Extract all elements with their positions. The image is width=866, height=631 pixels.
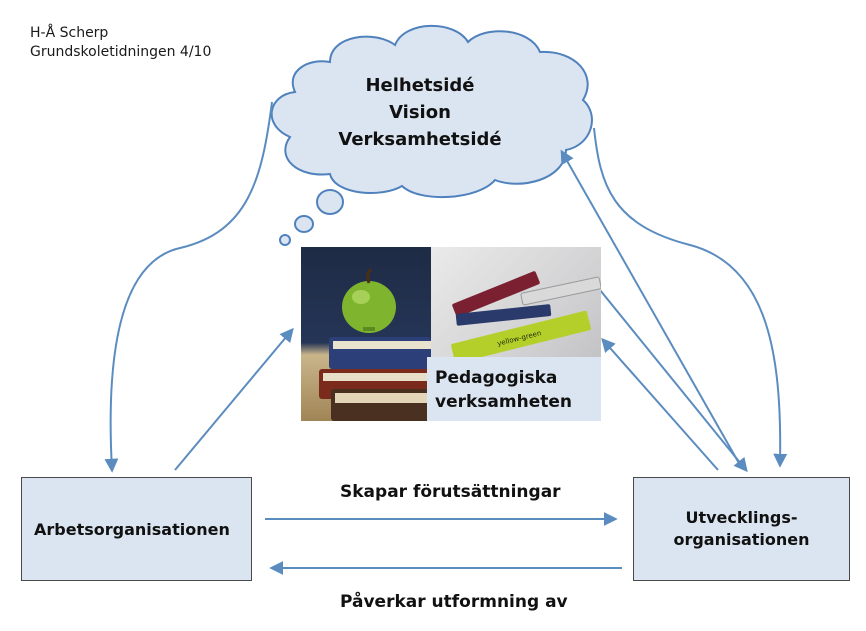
meta-credits: H-Å Scherp Grundskoletidningen 4/10	[30, 24, 211, 62]
cloud-line-verksamhetside: Verksamhetsidé	[338, 129, 502, 150]
center-caption: Pedagogiska verksamheten	[427, 357, 601, 421]
crayons-illustration: yellow-green	[451, 271, 601, 364]
caption-line-verksamheten: verksamheten	[435, 392, 572, 412]
edge-label-paverkar: Påverkar utformning av	[340, 592, 568, 612]
source-text: Grundskoletidningen 4/10	[30, 44, 212, 60]
cloud-line-vision: Vision	[389, 102, 451, 123]
arrow-right-box-to-cloud	[560, 149, 741, 466]
thought-bubble-medium	[294, 215, 314, 233]
node-right-line-2: organisationen	[673, 530, 810, 549]
arrow-cloud-to-left-box	[104, 101, 273, 473]
node-arbetsorganisationen: Arbetsorganisationen	[21, 477, 252, 581]
edge-label-skapar: Skapar förutsättningar	[340, 482, 561, 502]
node-utvecklingsorganisationen: Utvecklings- organisationen	[633, 477, 850, 581]
cloud-line-helhetside: Helhetsidé	[365, 75, 475, 96]
caption-line-pedagogiska: Pedagogiska	[435, 368, 558, 388]
arrow-cloud-to-right-box	[593, 127, 788, 468]
center-photo: yellow-green Pedagogiska verksamheten	[301, 247, 601, 421]
node-right-line-1: Utvecklings-	[685, 508, 798, 527]
arrow-left-box-to-center	[174, 327, 294, 471]
books-apple-image	[301, 247, 431, 421]
arrow-center-to-right-box	[599, 289, 748, 473]
books-apple-illustration	[319, 267, 431, 421]
arrow-right-box-to-center	[601, 337, 719, 471]
thought-cloud	[270, 24, 593, 199]
cloud-text: Helhetsidé Vision Verksamhetsidé	[300, 72, 540, 153]
node-left-label: Arbetsorganisationen	[34, 519, 230, 539]
thought-bubble-small	[279, 234, 291, 246]
author-text: H-Å Scherp	[30, 25, 109, 41]
thought-bubble-large	[316, 189, 344, 215]
